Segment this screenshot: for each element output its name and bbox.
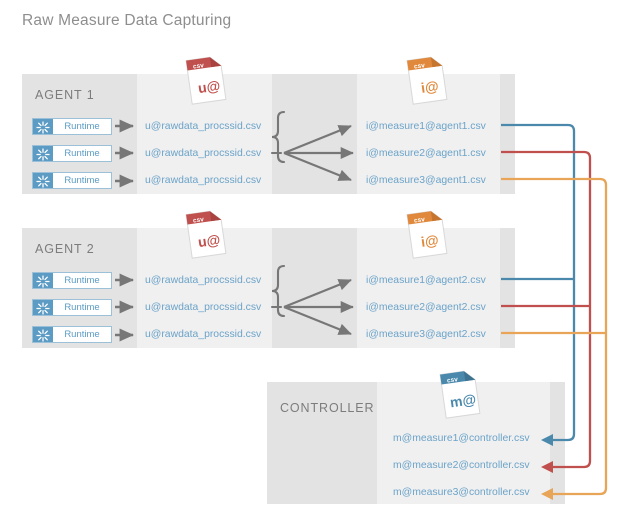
controller-file-3: m@measure3@controller.csv — [393, 487, 530, 498]
agent2-runtime-1[interactable]: Runtime — [32, 272, 112, 289]
agent1-runtime-2[interactable]: Runtime — [32, 145, 112, 162]
agent1-measurefile-3: i@measure3@agent1.csv — [366, 175, 486, 186]
csv-file-icon-measure-agent2: csv i@ — [404, 206, 448, 259]
controller-column-label — [267, 382, 377, 504]
agent2-measurefile-1: i@measure1@agent2.csv — [366, 275, 486, 286]
agent2-column-transform — [272, 228, 357, 348]
runtime-starburst-icon — [33, 300, 53, 315]
agent2-runtime-3-label: Runtime — [64, 329, 100, 340]
agent1-runtime-2-label: Runtime — [64, 148, 100, 159]
agent2-runtime-2-label: Runtime — [64, 302, 100, 313]
agent2-rawfile-1: u@rawdata_procssid.csv — [145, 275, 262, 286]
runtime-starburst-icon — [33, 173, 53, 188]
csv-file-icon-controller: csv m@ — [437, 366, 481, 419]
agent2-runtime-1-label: Runtime — [64, 275, 100, 286]
controller-title: CONTROLLER — [280, 401, 375, 415]
csv-icon-label: m@ — [449, 391, 477, 410]
agent1-measurefile-2: i@measure2@agent1.csv — [366, 148, 486, 159]
csv-badge-text: csv — [447, 376, 459, 384]
agent2-rawfile-3: u@rawdata_procssid.csv — [145, 329, 262, 340]
csv-icon-label: i@ — [420, 232, 440, 250]
agent1-title: AGENT 1 — [35, 88, 95, 102]
runtime-starburst-icon — [33, 146, 53, 161]
agent2-runtime-3[interactable]: Runtime — [32, 326, 112, 343]
agent2-measurefile-3: i@measure3@agent2.csv — [366, 329, 486, 340]
agent1-column-transform — [272, 74, 357, 194]
agent1-rawfile-3: u@rawdata_procssid.csv — [145, 175, 262, 186]
controller-file-2: m@measure2@controller.csv — [393, 460, 530, 471]
csv-file-icon-raw-agent2: csv u@ — [183, 206, 227, 259]
agent2-title: AGENT 2 — [35, 242, 95, 256]
agent1-column-edge — [500, 74, 515, 194]
agent2-measurefile-2: i@measure2@agent2.csv — [366, 302, 486, 313]
agent2-column-edge — [500, 228, 515, 348]
csv-badge-text: csv — [193, 62, 205, 70]
agent1-rawfile-2: u@rawdata_procssid.csv — [145, 148, 262, 159]
csv-badge-text: csv — [414, 216, 426, 224]
controller-column-edge — [550, 382, 565, 504]
csv-badge-text: csv — [193, 216, 205, 224]
agent2-rawfile-2: u@rawdata_procssid.csv — [145, 302, 262, 313]
agent1-runtime-1[interactable]: Runtime — [32, 118, 112, 135]
controller-file-1: m@measure1@controller.csv — [393, 433, 530, 444]
runtime-starburst-icon — [33, 327, 53, 342]
csv-icon-label: u@ — [197, 77, 221, 96]
runtime-starburst-icon — [33, 273, 53, 288]
agent1-runtime-3-label: Runtime — [64, 175, 100, 186]
csv-icon-label: i@ — [420, 78, 440, 96]
csv-icon-label: u@ — [197, 231, 221, 250]
agent1-rawfile-1: u@rawdata_procssid.csv — [145, 121, 262, 132]
agent1-runtime-1-label: Runtime — [64, 121, 100, 132]
agent1-measurefile-1: i@measure1@agent1.csv — [366, 121, 486, 132]
csv-badge-text: csv — [414, 62, 426, 70]
csv-file-icon-measure-agent1: csv i@ — [404, 52, 448, 105]
agent1-runtime-3[interactable]: Runtime — [32, 172, 112, 189]
runtime-starburst-icon — [33, 119, 53, 134]
agent2-runtime-2[interactable]: Runtime — [32, 299, 112, 316]
csv-file-icon-raw-agent1: csv u@ — [183, 52, 227, 105]
page-title: Raw Measure Data Capturing — [22, 12, 232, 29]
